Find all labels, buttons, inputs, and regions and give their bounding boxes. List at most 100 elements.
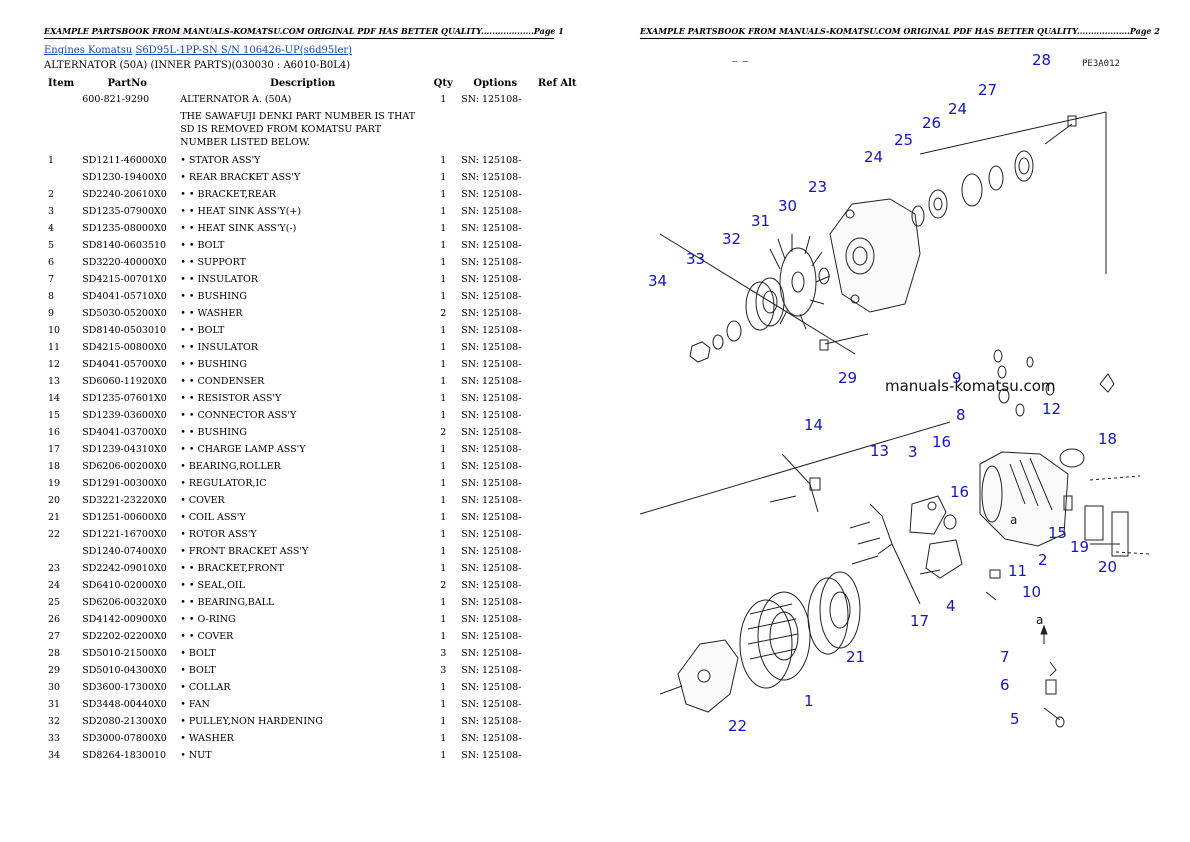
callout-label: 33 xyxy=(686,250,705,268)
cell-partno: SD5030-05200X0 xyxy=(82,308,167,319)
exploded-parts-diagram: – – PE3A012 xyxy=(639,51,1151,735)
cell-partno: SD1240-07400X0 xyxy=(82,546,167,557)
cell-qty xyxy=(429,110,457,154)
cell-refalt xyxy=(533,239,581,256)
cell-partno: SD3448-00440X0 xyxy=(82,699,167,710)
cell-qty: 1 xyxy=(440,359,447,370)
cell-description: • • SUPPORT xyxy=(180,257,246,268)
callout-label: 15 xyxy=(1048,524,1067,542)
cell-options: SN: 125108- xyxy=(461,546,522,557)
cell-item: 24 xyxy=(48,580,61,591)
cell-description: • WASHER xyxy=(180,733,234,744)
cell-refalt xyxy=(533,256,581,273)
cell-item xyxy=(44,93,78,110)
cell-refalt xyxy=(533,613,581,630)
callout-label: 24 xyxy=(864,148,883,166)
cell-item: 20 xyxy=(48,495,61,506)
cell-description: • BOLT xyxy=(180,665,216,676)
cell-options: SN: 125108- xyxy=(461,478,522,489)
cell-partno: SD4041-05700X0 xyxy=(82,359,167,370)
cell-item: 2 xyxy=(48,189,55,200)
cell-item: 4 xyxy=(48,223,55,234)
callout-label: 7 xyxy=(1000,648,1010,666)
cell-qty: 1 xyxy=(440,274,447,285)
cell-options: SN: 125108- xyxy=(461,206,522,217)
cell-item: 18 xyxy=(48,461,61,472)
cell-partno: SD5010-21500X0 xyxy=(82,648,167,659)
cell-options: SN: 125108- xyxy=(461,614,522,625)
cell-options: SN: 125108- xyxy=(461,223,522,234)
cell-partno: SD5010-04300X0 xyxy=(82,665,167,676)
cell-description: • BOLT xyxy=(180,648,216,659)
callout-label: 27 xyxy=(978,81,997,99)
cell-description: • • O-RING xyxy=(180,614,236,625)
cell-refalt xyxy=(533,528,581,545)
cell-options: SN: 125108- xyxy=(461,563,522,574)
cell-description: • • COVER xyxy=(180,631,234,642)
cell-description: • • CONDENSER xyxy=(180,376,265,387)
cell-item: 14 xyxy=(48,393,61,404)
cell-qty: 1 xyxy=(440,478,447,489)
cell-partno: SD1239-04310X0 xyxy=(82,444,167,455)
cell-partno: SD8264-1830010 xyxy=(82,750,167,761)
cell-partno: SD2240-20610X0 xyxy=(82,189,167,200)
cell-partno: SD4041-03700X0 xyxy=(82,427,167,438)
callout-label: 23 xyxy=(808,178,827,196)
cell-partno: SD3220-40000X0 xyxy=(82,257,167,268)
cell-partno: SD1211-46000X0 xyxy=(82,155,167,166)
callout-label: 25 xyxy=(894,131,913,149)
cell-refalt xyxy=(533,375,581,392)
cell-partno xyxy=(78,110,176,154)
cell-qty: 1 xyxy=(440,699,447,710)
cell-qty: 3 xyxy=(440,665,447,676)
cell-qty: 1 xyxy=(440,461,447,472)
cell-item: 32 xyxy=(48,716,61,727)
breadcrumb-link-model[interactable]: S6D95L-1PP-SN S/N 106426-UP(s6d95ler) xyxy=(135,45,353,56)
cell-options: SN: 125108- xyxy=(461,461,522,472)
cell-description: • • BUSHING xyxy=(180,291,247,302)
cell-qty: 2 xyxy=(440,580,447,591)
parts-table-header: Item PartNo Description Qty Options Ref … xyxy=(44,77,581,93)
cell-item: 19 xyxy=(48,478,61,489)
cell-item: 31 xyxy=(48,699,61,710)
callout-label: 2 xyxy=(1038,551,1048,569)
callout-label: 17 xyxy=(910,612,929,630)
cell-partno: SD1235-08000X0 xyxy=(82,223,167,234)
diagram-code: PE3A012 xyxy=(1082,59,1120,69)
cell-options: SN: 125108- xyxy=(461,580,522,591)
cell-item: 8 xyxy=(48,291,55,302)
cell-item: 5 xyxy=(48,240,55,251)
cell-partno: SD4215-00701X0 xyxy=(82,274,167,285)
cell-partno: SD1291-00300X0 xyxy=(82,478,167,489)
cell-qty: 1 xyxy=(440,189,447,200)
cell-description: • • BOLT xyxy=(180,240,225,251)
cell-options: SN: 125108- xyxy=(461,308,522,319)
table-row: THE SAWAFUJI DENKI PART NUMBER IS THAT S… xyxy=(44,110,581,154)
cell-options: SN: 125108- xyxy=(461,716,522,727)
cell-item: 7 xyxy=(48,274,55,285)
cell-partno: SD4041-05710X0 xyxy=(82,291,167,302)
cell-item: 3 xyxy=(48,206,55,217)
cell-qty: 3 xyxy=(440,648,447,659)
cell-qty: 1 xyxy=(440,597,447,608)
cell-partno: SD3000-07800X0 xyxy=(82,733,167,744)
cell-item: 30 xyxy=(48,682,61,693)
cell-item: 25 xyxy=(48,597,61,608)
cell-qty: 1 xyxy=(440,257,447,268)
breadcrumb-link-engines[interactable]: Engines Komatsu xyxy=(44,45,133,56)
cell-refalt xyxy=(533,290,581,307)
cell-partno: SD3600-17300X0 xyxy=(82,682,167,693)
cell-options: SN: 125108- xyxy=(461,155,522,166)
diagram-dash: – – xyxy=(732,57,749,67)
cell-description: • ROTOR ASS'Y xyxy=(180,529,257,540)
cell-options: SN: 125108- xyxy=(461,291,522,302)
callout-label: 26 xyxy=(922,114,941,132)
